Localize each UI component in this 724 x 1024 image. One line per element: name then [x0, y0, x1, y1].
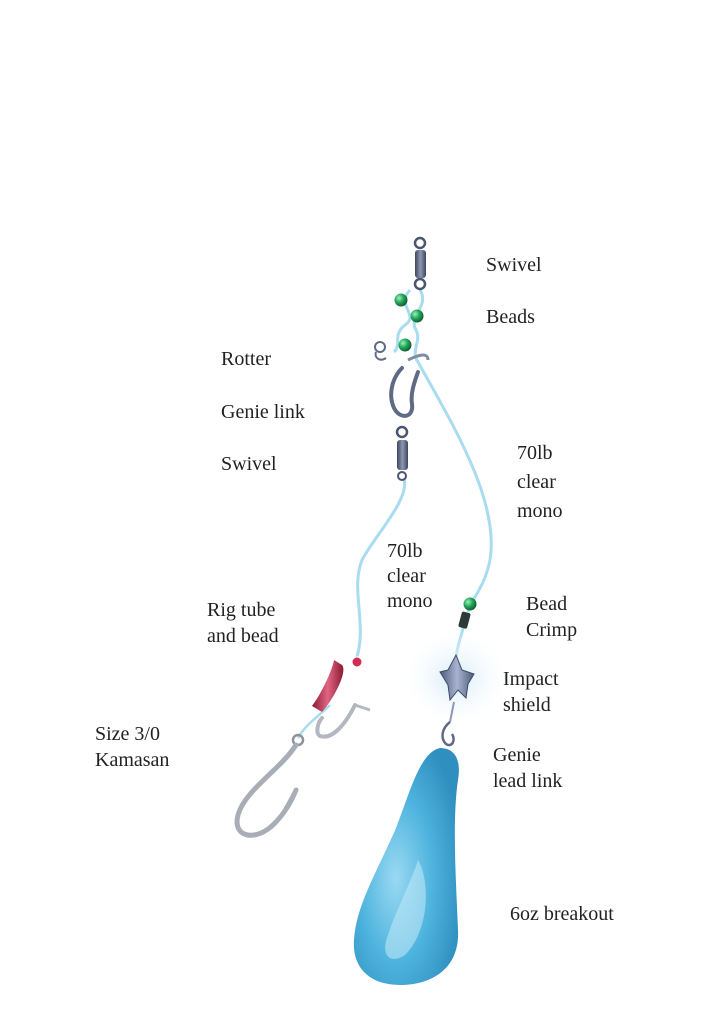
label-hook: Size 3/0 Kamasan	[95, 721, 169, 773]
breakout-lead	[353, 748, 459, 985]
label-bead-crimp-line2: Crimp	[526, 619, 578, 641]
crimp-bead	[463, 597, 477, 611]
hook	[234, 703, 371, 838]
rotter-clip	[374, 341, 387, 361]
label-hook-line2: Kamasan	[95, 749, 170, 771]
bead-2	[410, 309, 424, 323]
bead-1	[394, 293, 408, 307]
hook-trace-line	[296, 704, 331, 739]
label-impact-shield: Impact shield	[503, 666, 559, 718]
label-beads: Beads	[486, 306, 535, 328]
middle-swivel	[395, 425, 409, 481]
impact-shield	[439, 653, 475, 702]
label-rotter: Rotter	[221, 348, 271, 370]
label-genie-lead-link-line1: Genie	[493, 744, 541, 766]
mono-line-left	[354, 477, 407, 661]
label-mono-left-line3: mono	[387, 590, 433, 612]
label-mono-left-line2: clear	[387, 565, 426, 587]
label-rig-tube: Rig tube and bead	[207, 597, 279, 649]
label-swivel-mid: Swivel	[221, 453, 277, 475]
mono-line-right	[412, 289, 493, 613]
label-rig-tube-line2: and bead	[207, 625, 279, 647]
label-mono-right: 70lb clear mono	[517, 440, 563, 524]
label-genie-lead-link-line2: lead link	[493, 770, 563, 792]
label-genie-link: Genie link	[221, 401, 305, 423]
genie-lead-link	[441, 721, 455, 747]
label-mono-right-line3: mono	[517, 500, 563, 522]
label-impact-shield-line1: Impact	[503, 668, 559, 690]
rotter-hook	[407, 353, 430, 362]
shield-link	[449, 701, 455, 723]
bead-3	[398, 338, 412, 352]
genie-link	[389, 366, 420, 418]
label-genie-lead-link: Genie lead link	[493, 742, 562, 794]
label-lead: 6oz breakout	[510, 903, 614, 925]
crimp	[458, 611, 471, 629]
label-rig-tube-line1: Rig tube	[207, 599, 276, 621]
label-mono-left: 70lb clear mono	[387, 538, 433, 614]
lead-highlight	[385, 860, 426, 959]
rig-tube	[312, 656, 363, 712]
label-swivel-top: Swivel	[486, 254, 542, 276]
label-bead-crimp-line1: Bead	[526, 593, 568, 615]
top-swivel	[413, 236, 427, 291]
label-bead-crimp: Bead Crimp	[526, 591, 577, 643]
label-mono-right-line1: 70lb	[517, 442, 553, 464]
label-impact-shield-line2: shield	[503, 694, 551, 716]
label-mono-left-line1: 70lb	[387, 540, 423, 562]
label-mono-right-line2: clear	[517, 471, 556, 493]
label-hook-line1: Size 3/0	[95, 723, 160, 745]
